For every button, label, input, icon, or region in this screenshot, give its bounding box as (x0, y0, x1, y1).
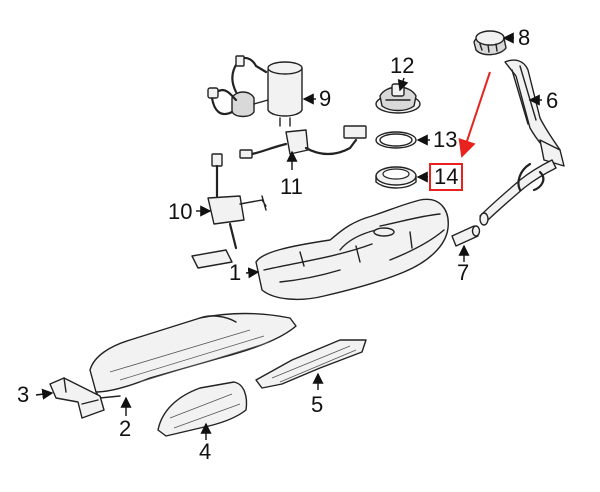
part-level-sender (191, 153, 267, 269)
part-shield (157, 381, 248, 437)
callout-6: 6 (546, 88, 559, 113)
part-bracket (49, 377, 105, 419)
part-gasket (375, 131, 417, 149)
part-fuel-cap (473, 30, 507, 56)
leader-lines (35, 32, 542, 440)
callout-10: 10 (168, 199, 193, 224)
part-filler-neck (479, 59, 565, 226)
callout-8: 8 (518, 25, 531, 50)
part-sensor-harness (239, 125, 367, 159)
callout-4: 4 (199, 439, 212, 464)
part-heat-shield (255, 339, 367, 389)
highlight-arrow (458, 71, 491, 158)
callout-1: 1 (229, 260, 242, 285)
callout-13: 13 (433, 127, 458, 152)
callout-7: 7 (457, 260, 470, 285)
callout-2: 2 (119, 416, 132, 441)
part-seal (375, 166, 417, 189)
callout-11: 11 (280, 174, 303, 199)
callout-9: 9 (319, 86, 332, 111)
part-fuel-pump-module (207, 55, 303, 127)
callout-5: 5 (311, 392, 324, 417)
callout-14-highlighted: 14 (429, 163, 464, 191)
part-fuel-tank (255, 198, 449, 301)
part-lock-ring-sender (375, 83, 421, 114)
callout-12: 12 (390, 53, 415, 78)
part-hose (451, 225, 481, 247)
callout-3: 3 (17, 382, 30, 407)
